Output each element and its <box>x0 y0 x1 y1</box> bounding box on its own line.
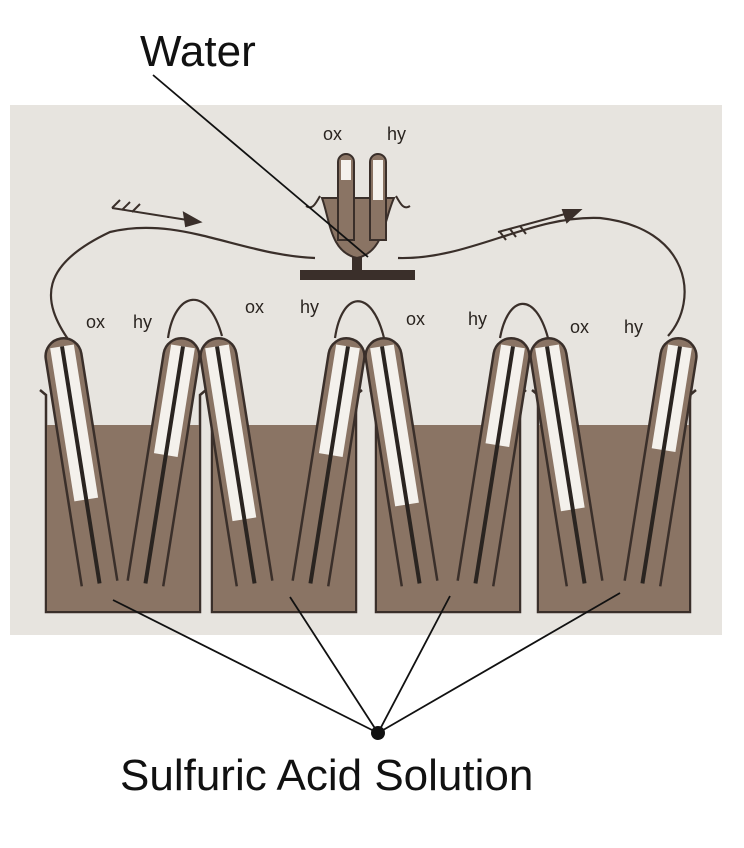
cell-4-label-hy: hy <box>624 317 643 337</box>
current-arrow-right <box>497 209 583 241</box>
electrolysis-cell-3: ox hy <box>364 309 531 614</box>
cell-4-label-ox: ox <box>570 317 589 337</box>
current-arrow-left <box>111 199 203 228</box>
cell-3-label-ox: ox <box>406 309 425 329</box>
tube-ox <box>529 337 604 587</box>
acid-callout-dot <box>371 726 385 740</box>
cell-2-label-hy: hy <box>300 297 319 317</box>
tube-hy <box>456 337 531 587</box>
acid-leader-lines <box>112 592 621 734</box>
water-leader-line <box>152 74 369 258</box>
voltameter-label-hy: hy <box>387 124 406 144</box>
cell-1-label-ox: ox <box>86 312 105 332</box>
beaker <box>39 389 207 614</box>
tube-hy <box>126 337 201 587</box>
electrolysis-cell-1: ox hy <box>39 312 207 614</box>
tube-hy <box>291 337 366 587</box>
water-label: Water <box>140 27 256 76</box>
voltameter-stem <box>352 255 362 271</box>
cell-1-label-hy: hy <box>133 312 152 332</box>
tube-ox <box>364 337 439 587</box>
tube-ox <box>44 337 119 587</box>
connecting-wires <box>49 216 686 343</box>
cell-2-label-ox: ox <box>245 297 264 317</box>
voltameter-tube-hy <box>369 153 387 241</box>
cell-3-label-hy: hy <box>468 309 487 329</box>
tube-hy <box>623 337 698 587</box>
voltameter-label-ox: ox <box>323 124 342 144</box>
electrolysis-cell-4: ox hy <box>529 317 698 614</box>
voltameter-base <box>300 270 415 280</box>
acid-label: Sulfuric Acid Solution <box>120 751 533 800</box>
water-voltameter: ox hy <box>300 124 415 280</box>
voltameter-tube-ox <box>337 153 355 241</box>
electrolysis-cell-2: ox hy <box>199 297 366 614</box>
tube-ox <box>199 337 274 587</box>
